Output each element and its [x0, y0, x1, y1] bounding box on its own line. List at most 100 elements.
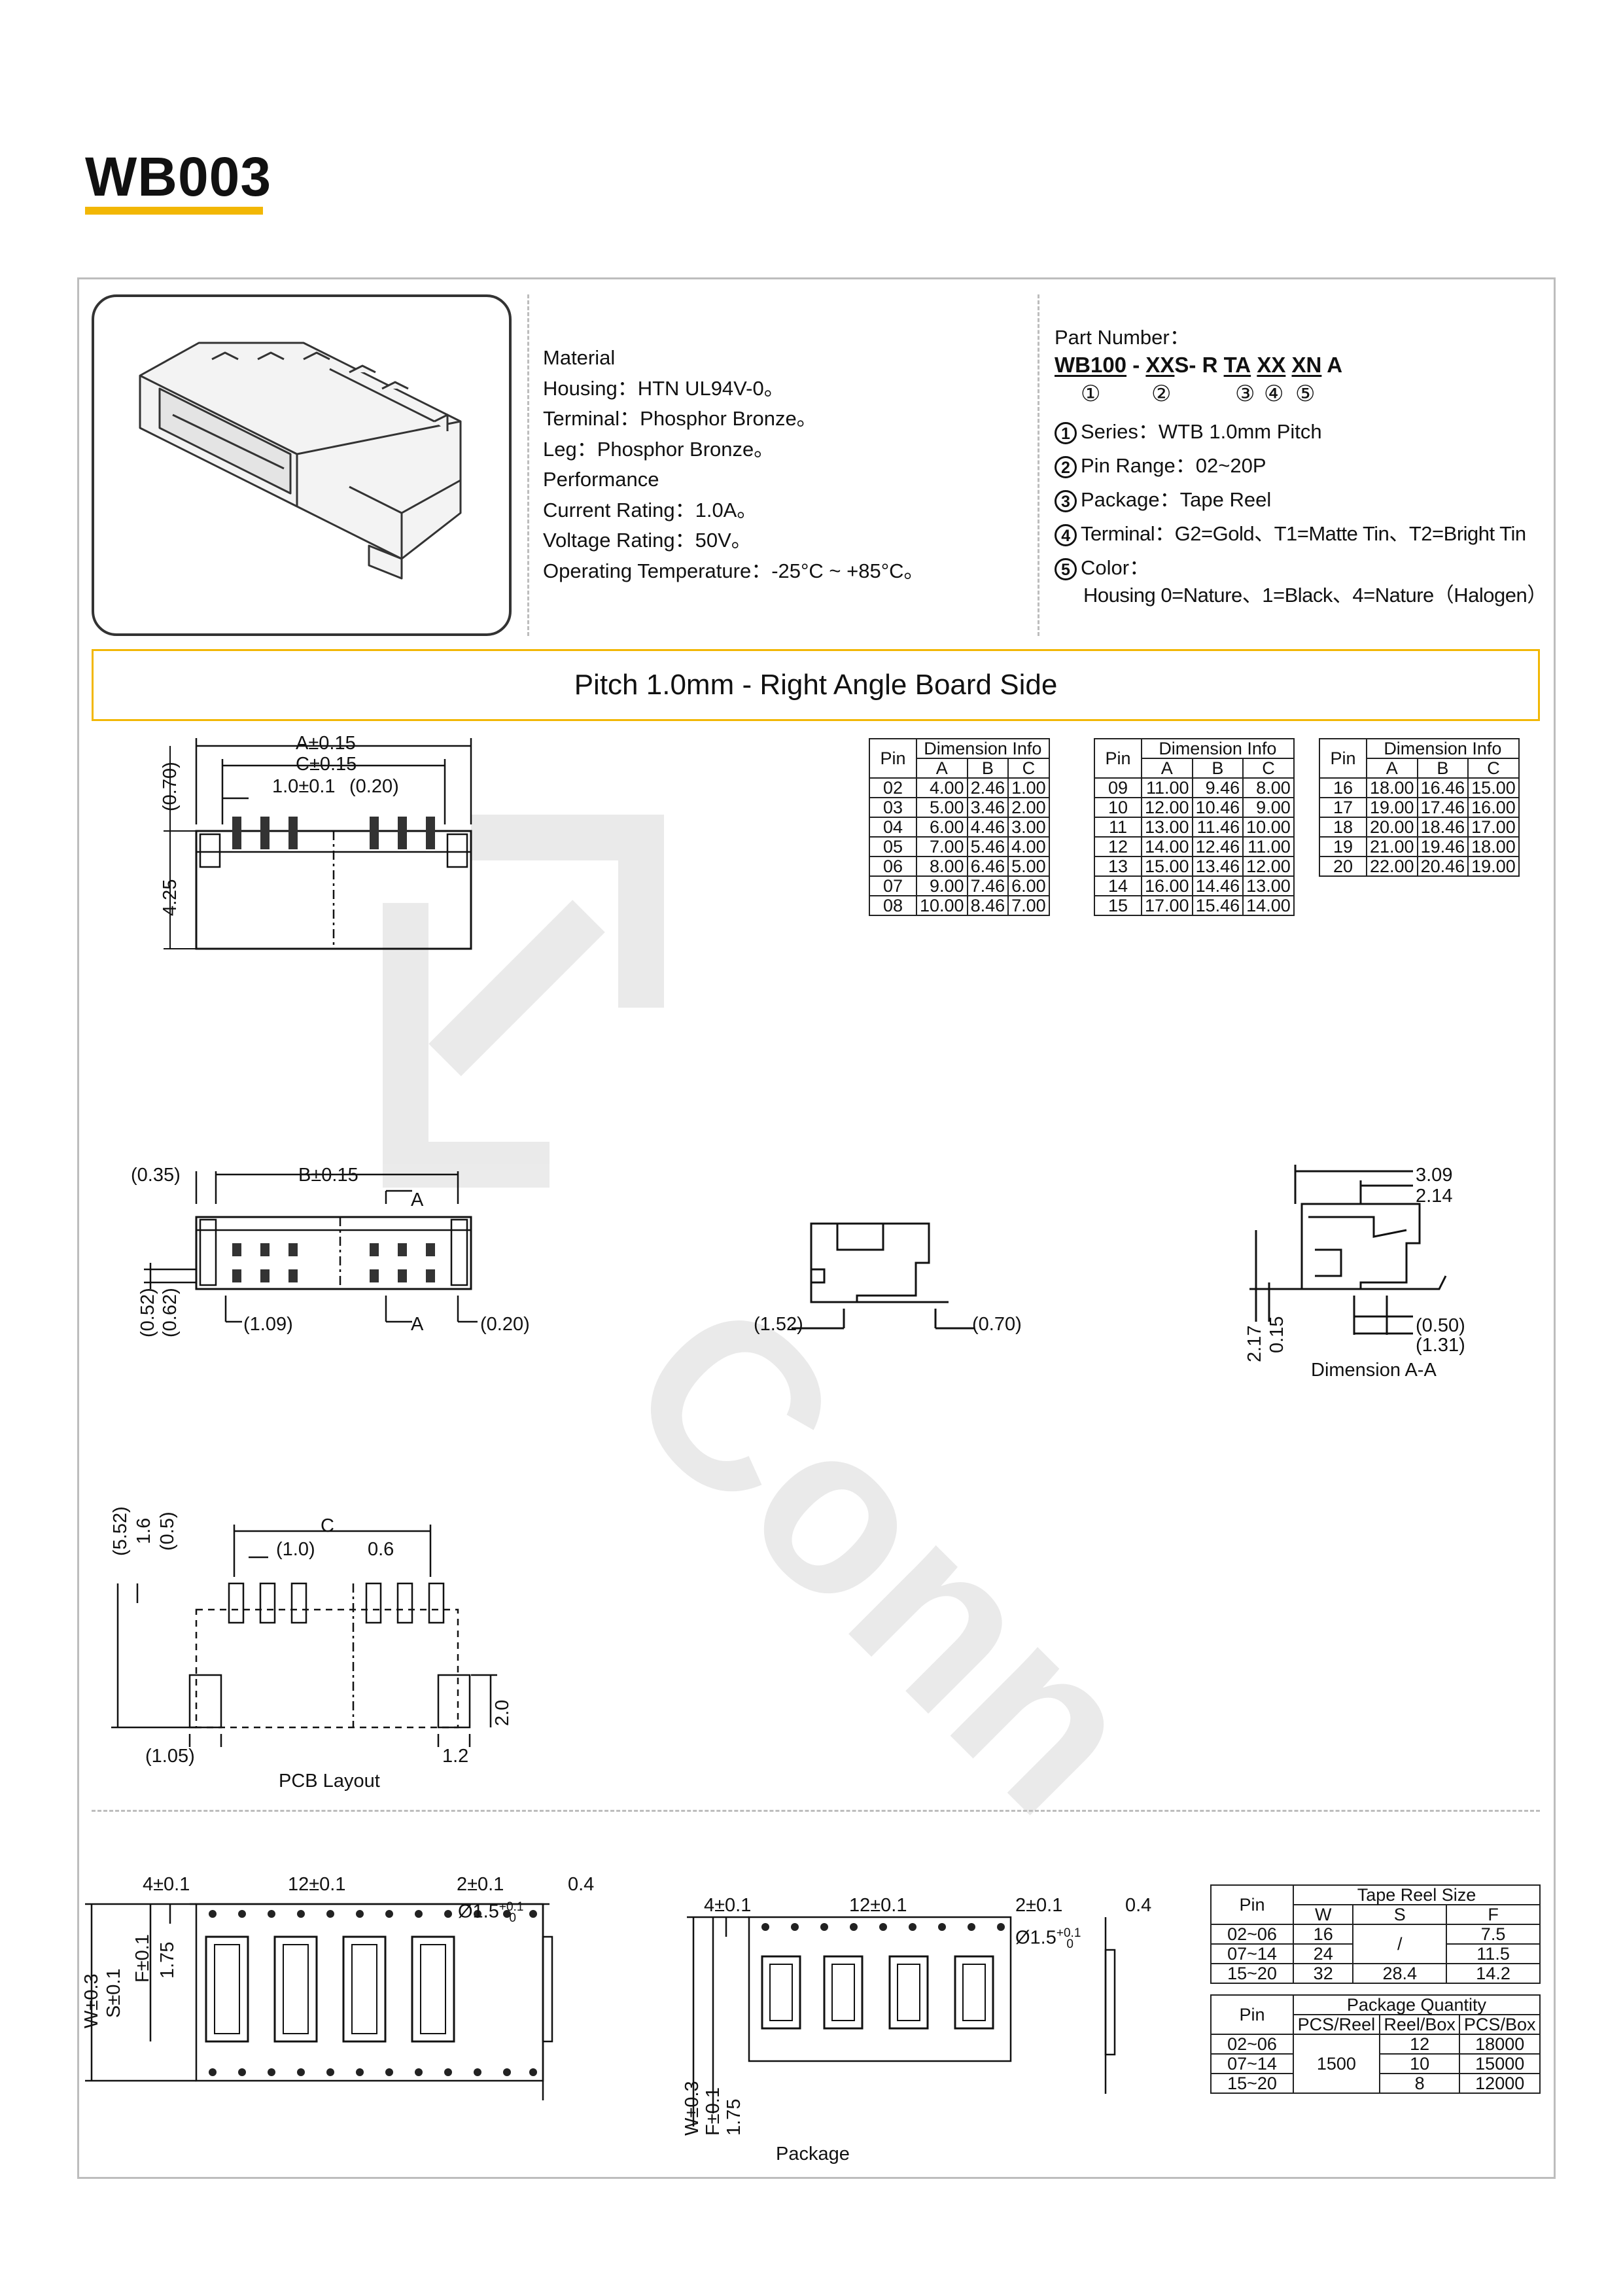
hole-dia: Ø1.5+0.10	[1015, 1926, 1081, 1952]
dim-175: 1.75	[724, 2098, 744, 2136]
dim-s: S±0.1	[103, 1968, 124, 2018]
pin-cell: 14	[1094, 875, 1142, 896]
pin-cell: 05	[869, 836, 917, 857]
dim-05: (0.5)	[157, 1511, 178, 1551]
dimension-cell: 3.46	[966, 797, 1009, 818]
dim-035: (0.35)	[131, 1165, 181, 1186]
dim-10: (1.0)	[276, 1539, 315, 1560]
dimension-cell: 12.00	[1242, 856, 1295, 877]
dimension-cell: 21.00	[1366, 836, 1418, 857]
dimension-cell: 15.46	[1191, 895, 1244, 916]
dimension-cell: 10.00	[916, 895, 968, 916]
color-detail: Housing 0=Nature、1=Black、4=Nature（Haloge…	[1083, 584, 1547, 607]
datasheet-frame	[77, 277, 1556, 2179]
dimension-cell: 19.00	[1467, 856, 1520, 877]
divider	[1038, 294, 1039, 636]
dim-309: 3.09	[1416, 1165, 1453, 1186]
dimension-cell: 10.00	[1242, 817, 1295, 838]
dim-020: (0.20)	[349, 776, 399, 797]
dimension-cell: 11.00	[1242, 836, 1295, 857]
performance-line: Voltage Rating：50V。	[543, 529, 752, 552]
dim-12: 12±0.1	[288, 1874, 346, 1895]
product-image	[92, 294, 512, 636]
dim-152: (1.52)	[754, 1314, 803, 1335]
dim-04: 0.4	[1125, 1895, 1152, 1916]
dimension-cell: 6.00	[916, 817, 968, 838]
pin-cell: 18	[1319, 817, 1367, 838]
dimension-cell: 12.46	[1191, 836, 1244, 857]
dim-052: (0.52)	[137, 1288, 158, 1337]
dimension-cell: 2.00	[1007, 797, 1050, 818]
dimension-cell: 16.00	[1467, 797, 1520, 818]
material-line: Terminal：Phosphor Bronze。	[543, 407, 817, 430]
dim-062: (0.62)	[160, 1288, 181, 1337]
pin-cell: 10	[1094, 797, 1142, 818]
pin-cell: 13	[1094, 856, 1142, 877]
dimension-cell: 7.00	[916, 836, 968, 857]
dim-16: 1.6	[133, 1517, 154, 1544]
dimension-cell: 10.46	[1191, 797, 1244, 818]
dim-b: B±0.15	[298, 1165, 358, 1186]
section-caption: Dimension A-A	[1311, 1360, 1437, 1381]
dimension-cell: 8.00	[916, 856, 968, 877]
dimension-cell: 22.00	[1366, 856, 1418, 877]
dimension-cell: 4.00	[1007, 836, 1050, 857]
dim-w: W±0.3	[682, 2081, 703, 2136]
pin-cell: 20	[1319, 856, 1367, 877]
dimension-cell: 14.00	[1141, 836, 1193, 857]
dimension-cell: 17.00	[1467, 817, 1520, 838]
section-aa-drawing	[1249, 1165, 1447, 1335]
dimension-cell: 7.00	[1007, 895, 1050, 916]
dimension-cell: 4.00	[916, 777, 968, 798]
dim-020: (0.20)	[480, 1314, 530, 1335]
dimension-cell: 17.00	[1141, 895, 1193, 916]
dim-c: C	[321, 1515, 334, 1536]
dimension-cell: 3.00	[1007, 817, 1050, 838]
pin-cell: 02	[869, 777, 917, 798]
pin-cell: 09	[1094, 777, 1142, 798]
dimension-cell: 14.00	[1242, 895, 1295, 916]
dim-20: 2.0	[492, 1699, 513, 1726]
dimension-cell: 16.46	[1416, 777, 1469, 798]
dim-f: F±0.1	[132, 1934, 153, 1983]
hole-dia: Ø1.5+0.10	[458, 1900, 524, 1926]
watermark-text: Conn	[580, 1250, 1191, 1862]
pin-cell: 07	[869, 875, 917, 896]
dimension-cell: 5.00	[916, 797, 968, 818]
side-view-drawing	[792, 1222, 975, 1330]
part-number-block: Part Number： WB100 - XXS- R TA XX XN A ①…	[1055, 321, 1547, 612]
dimension-cell: 15.00	[1141, 856, 1193, 877]
divider	[527, 294, 529, 636]
dimension-cell: 18.00	[1467, 836, 1520, 857]
material-line: Housing：HTN UL94V-0。	[543, 376, 784, 400]
material-spec: Material Housing：HTN UL94V-0。 Terminal：P…	[543, 343, 924, 586]
dimension-cell: 6.00	[1007, 875, 1050, 896]
dim-c: C±0.15	[296, 754, 357, 775]
performance-heading: Performance	[543, 468, 659, 491]
dim-214: 2.14	[1416, 1186, 1453, 1207]
performance-line: Current Rating：1.0A。	[543, 498, 758, 521]
dimension-cell: 20.00	[1366, 817, 1418, 838]
title-underline	[85, 207, 263, 215]
dimension-cell: 12.00	[1141, 797, 1193, 818]
dimension-cell: 9.00	[1242, 797, 1295, 818]
dimension-cell: 19.00	[1366, 797, 1418, 818]
material-heading: Material	[543, 346, 616, 369]
dim-015: 0.15	[1266, 1316, 1287, 1353]
